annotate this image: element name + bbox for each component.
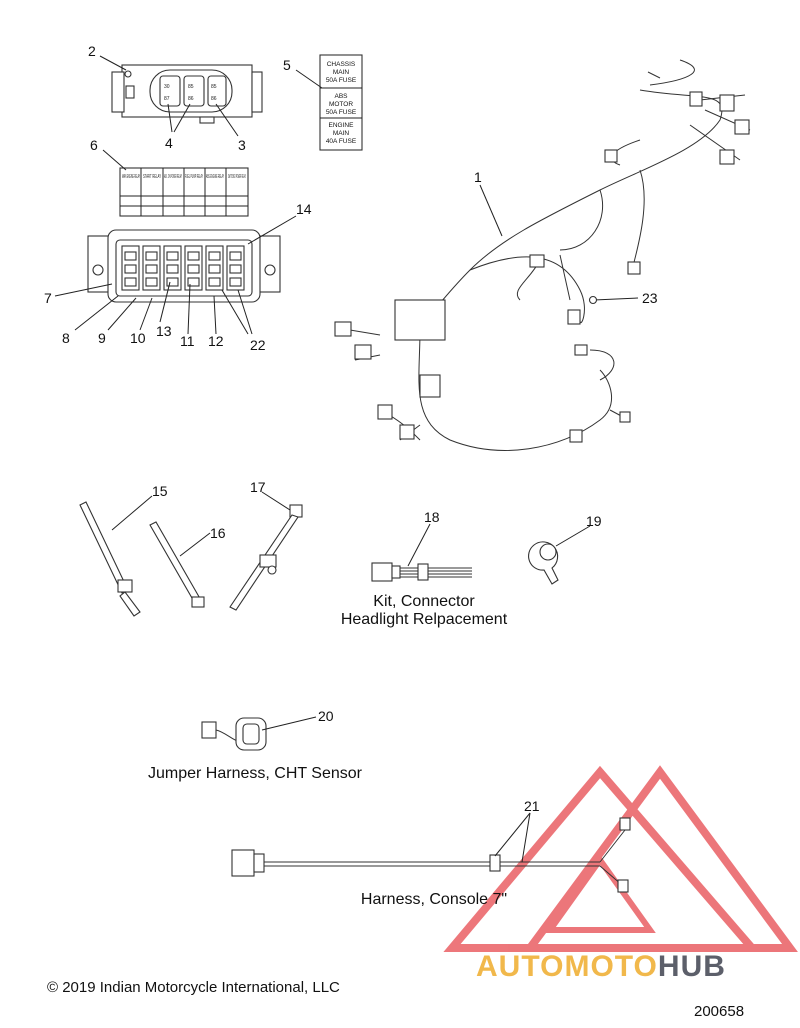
relay-terminal xyxy=(166,251,179,261)
relay-terminal xyxy=(229,277,242,287)
callout-18: 18 xyxy=(424,509,440,525)
relay-terminal xyxy=(187,264,200,274)
cable-tie-part-15 xyxy=(79,501,141,617)
relay-label-text: SWITCHED POWER RELAY xyxy=(228,174,246,180)
callout-16: 16 xyxy=(210,525,226,541)
relay-block xyxy=(87,229,281,303)
fuse-label-text: 40A FUSE xyxy=(326,138,357,145)
cable-tie-part-16 xyxy=(149,521,205,608)
relay-terminal xyxy=(145,277,158,287)
callout-2: 2 xyxy=(88,43,96,59)
callout-20: 20 xyxy=(318,708,334,724)
fuse-label-text: CHASSIS xyxy=(327,61,356,68)
fuse-pin-label: 85 xyxy=(188,84,194,90)
jumper-harness-part-20 xyxy=(201,717,267,751)
relay-terminal xyxy=(124,251,137,261)
connector-kit-part-18 xyxy=(371,562,472,582)
callout-12: 12 xyxy=(208,333,224,349)
watermark-brand: AUTOMOTOHUB xyxy=(476,950,726,984)
relay-terminal xyxy=(208,264,221,274)
main-harness-part-1 xyxy=(334,59,751,451)
fuse-pin-label: 87 xyxy=(164,96,170,102)
callout-7: 7 xyxy=(44,290,52,306)
callout-1: 1 xyxy=(474,169,482,185)
relay-label-text: MAIN ENGINE RELAY xyxy=(122,174,140,180)
watermark-text: AUTOMOTO xyxy=(476,950,658,983)
callout-8: 8 xyxy=(62,330,70,346)
relay-label-text: FUEL PUMP RELAY xyxy=(185,174,203,180)
fuse-label-text: MOTOR xyxy=(329,101,353,108)
watermark-logo xyxy=(443,765,798,952)
fuse-label-text: 50A FUSE xyxy=(326,77,357,84)
callout-17: 17 xyxy=(250,479,266,495)
callout-4: 4 xyxy=(165,135,173,151)
relay-label-part-6: MAIN ENGINE RELAY START RELAY AUX. ON PO… xyxy=(119,167,249,217)
caption-kit-line2: Headlight Relpacement xyxy=(341,611,508,628)
relay-terminal xyxy=(208,277,221,287)
relay-terminal xyxy=(145,264,158,274)
fuse-pin-label: 30 xyxy=(164,84,170,90)
relay-terminal xyxy=(208,251,221,261)
fuse-label-text: ENGINE xyxy=(329,122,355,129)
relay-label-text: START RELAY xyxy=(143,174,161,180)
callout-21: 21 xyxy=(524,798,540,814)
callout-6: 6 xyxy=(90,137,98,153)
callout-13: 13 xyxy=(156,323,172,339)
copyright-notice: © 2019 Indian Motorcycle International, … xyxy=(47,979,340,996)
fuse-label-text: MAIN xyxy=(333,69,350,76)
relay-terminal xyxy=(166,264,179,274)
callout-9: 9 xyxy=(98,330,106,346)
callout-19: 19 xyxy=(586,513,602,529)
clamp-part-19 xyxy=(528,541,559,585)
fuse-label-text: 50A FUSE xyxy=(326,109,357,116)
fuse-pin-label: 85 xyxy=(211,84,217,90)
fuse-label-text: MAIN xyxy=(333,130,350,137)
fuse-pin-label: 86 xyxy=(211,96,217,102)
relay-terminal xyxy=(166,277,179,287)
relay-terminal xyxy=(187,277,200,287)
callout-10: 10 xyxy=(130,330,146,346)
callout-23: 23 xyxy=(642,290,658,306)
relay-terminal xyxy=(145,251,158,261)
caption-kit-line1: Kit, Connector xyxy=(373,593,475,610)
caption-jumper: Jumper Harness, CHT Sensor xyxy=(148,765,363,782)
relay-terminal xyxy=(124,264,137,274)
fuse-label-part-5: CHASSIS MAIN 50A FUSE ABS MOTOR 50A FUSE… xyxy=(319,54,363,151)
relay-terminal xyxy=(124,277,137,287)
callout-5: 5 xyxy=(283,57,291,73)
fuse-block-part-2: 30 87 85 86 85 86 xyxy=(111,64,263,124)
callout-14: 14 xyxy=(296,201,312,217)
relay-terminal xyxy=(187,251,200,261)
callout-15: 15 xyxy=(152,483,168,499)
cable-tie-part-17 xyxy=(229,504,303,611)
relay-label-text: ABS ENGINE RELAY xyxy=(206,174,224,180)
fuse-pin-label: 86 xyxy=(188,96,194,102)
relay-label-text: AUX. ON POWER RELAY xyxy=(164,174,182,180)
fuse-label-text: ABS xyxy=(334,93,348,100)
relay-terminal xyxy=(229,251,242,261)
callout-3: 3 xyxy=(238,137,246,153)
watermark-text: HUB xyxy=(657,950,726,983)
console-harness-part-21 xyxy=(231,817,631,893)
document-number: 200658 xyxy=(694,1003,745,1020)
callout-22: 22 xyxy=(250,337,266,353)
caption-console: Harness, Console 7" xyxy=(361,891,507,908)
relay-terminal xyxy=(229,264,242,274)
callout-11: 11 xyxy=(180,333,195,349)
